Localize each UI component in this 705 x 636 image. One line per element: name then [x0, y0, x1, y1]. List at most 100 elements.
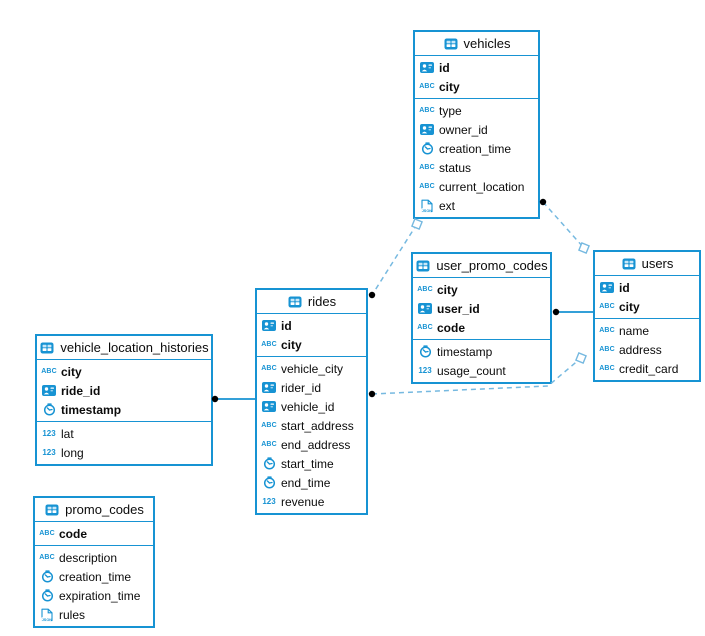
- column-row[interactable]: id: [415, 58, 538, 77]
- column-row[interactable]: ABC code: [35, 524, 153, 543]
- column-name: end_time: [281, 475, 331, 490]
- relationship-dot-marker: [552, 308, 560, 316]
- column-name: id: [439, 60, 450, 75]
- column-name: description: [59, 550, 118, 565]
- id-badge-icon: [419, 62, 435, 73]
- column-row[interactable]: end_time: [257, 473, 366, 492]
- column-name: long: [61, 445, 84, 460]
- abc-icon: ABC: [39, 554, 55, 561]
- entity-header[interactable]: users: [595, 252, 699, 276]
- abc-icon: ABC: [419, 107, 435, 114]
- abc-icon: ABC: [599, 346, 615, 353]
- column-name: creation_time: [439, 141, 512, 156]
- column-name: id: [619, 280, 630, 295]
- column-row[interactable]: ABC description: [35, 548, 153, 567]
- column-row[interactable]: id: [257, 316, 366, 335]
- entity-title: vehicle_location_histories: [60, 340, 209, 355]
- column-name: city: [439, 79, 460, 94]
- column-name: start_time: [281, 456, 334, 471]
- column-row[interactable]: user_id: [413, 299, 550, 318]
- column-row[interactable]: creation_time: [35, 567, 153, 586]
- clock-icon: [419, 142, 435, 155]
- column-row[interactable]: ABC end_address: [257, 435, 366, 454]
- clock-icon: [261, 476, 277, 489]
- relationship-vehicles-users[interactable]: [542, 201, 585, 249]
- column-row[interactable]: timestamp: [413, 342, 550, 361]
- entity-header[interactable]: vehicle_location_histories: [37, 336, 211, 360]
- entity-header[interactable]: vehicles: [415, 32, 538, 56]
- abc-icon: ABC: [261, 441, 277, 448]
- entity-header[interactable]: rides: [257, 290, 366, 314]
- column-row[interactable]: ride_id: [37, 381, 211, 400]
- column-row[interactable]: rider_id: [257, 378, 366, 397]
- table-icon: [287, 296, 303, 308]
- column-row[interactable]: timestamp: [37, 400, 211, 419]
- column-row[interactable]: creation_time: [415, 139, 538, 158]
- column-name: owner_id: [439, 122, 488, 137]
- column-name: code: [59, 526, 88, 541]
- column-row[interactable]: owner_id: [415, 120, 538, 139]
- table-icon: [415, 260, 431, 272]
- entity-title: users: [641, 256, 674, 271]
- column-row[interactable]: JSON ext: [415, 196, 538, 215]
- abc-icon: ABC: [39, 530, 55, 537]
- id-badge-icon: [261, 401, 277, 412]
- column-name: ext: [439, 198, 456, 213]
- column-row[interactable]: id: [595, 278, 699, 297]
- entity-header[interactable]: user_promo_codes: [413, 254, 550, 278]
- svg-text:JSON: JSON: [42, 617, 53, 621]
- abc-icon: ABC: [261, 422, 277, 429]
- column-name: city: [619, 299, 640, 314]
- column-name: end_address: [281, 437, 351, 452]
- column-name: code: [437, 320, 466, 335]
- abc-icon: ABC: [599, 303, 615, 310]
- key-columns: ABC code: [35, 522, 153, 546]
- number-icon: 123: [262, 496, 276, 506]
- column-row[interactable]: vehicle_id: [257, 397, 366, 416]
- column-row[interactable]: expiration_time: [35, 586, 153, 605]
- svg-text:JSON: JSON: [422, 208, 433, 212]
- column-name: vehicle_city: [281, 361, 344, 376]
- relationship-diamond-marker: [578, 242, 590, 254]
- relationship-dot-marker: [368, 291, 376, 299]
- column-row[interactable]: start_time: [257, 454, 366, 473]
- column-row[interactable]: ABC city: [595, 297, 699, 316]
- column-name: city: [281, 337, 302, 352]
- entity-header[interactable]: promo_codes: [35, 498, 153, 522]
- entity-title: rides: [307, 294, 337, 309]
- relationship-dot-marker: [368, 390, 376, 398]
- column-name: usage_count: [437, 363, 506, 378]
